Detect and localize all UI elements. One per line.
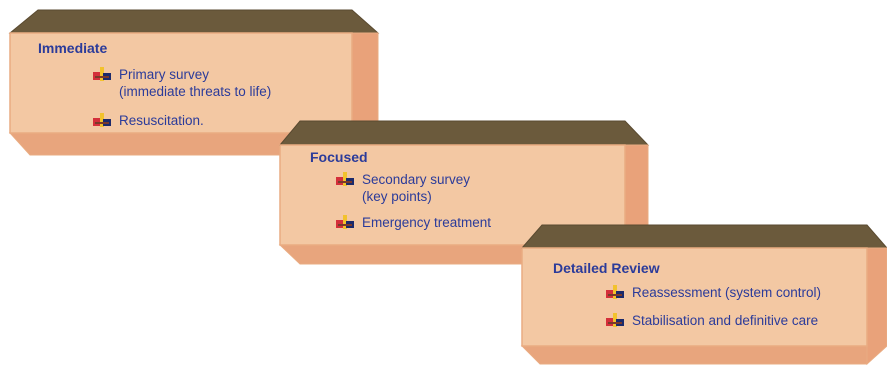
stage-item: Stabilisation and definitive care <box>606 312 818 329</box>
stage-title: Focused <box>310 149 368 165</box>
stage-box-shape <box>8 9 380 157</box>
bullet-cube-icon <box>93 113 111 127</box>
stage-box-immediate: Immediate Primary survey (immediate thre… <box>0 0 400 160</box>
item-line: (key points) <box>362 189 432 204</box>
bullet-cube-icon <box>336 172 354 186</box>
bullet-cube-icon <box>606 285 624 299</box>
stage-item: Secondary survey (key points) <box>336 171 470 205</box>
item-line: Reassessment (system control) <box>632 285 822 300</box>
stage-box-detailed-review: Detailed Review Reassessment (system con… <box>512 218 887 366</box>
item-line: (immediate threats to life) <box>119 84 272 99</box>
stage-item: Primary survey (immediate threats to lif… <box>93 66 271 100</box>
stage-item: Emergency treatment <box>336 214 491 231</box>
item-line: Secondary survey <box>362 172 471 187</box>
stage-title: Detailed Review <box>553 260 660 276</box>
bullet-cube-icon <box>336 215 354 229</box>
stage-title: Immediate <box>38 40 108 56</box>
bullet-cube-icon <box>93 67 111 81</box>
item-line: Stabilisation and definitive care <box>632 313 819 328</box>
item-line: Resuscitation. <box>119 113 204 128</box>
stage-box-shape <box>520 224 887 366</box>
stage-item: Reassessment (system control) <box>606 284 821 301</box>
item-line: Emergency treatment <box>362 215 492 230</box>
item-line: Primary survey <box>119 67 210 82</box>
stage-item: Resuscitation. <box>93 112 204 129</box>
bullet-cube-icon <box>606 313 624 327</box>
